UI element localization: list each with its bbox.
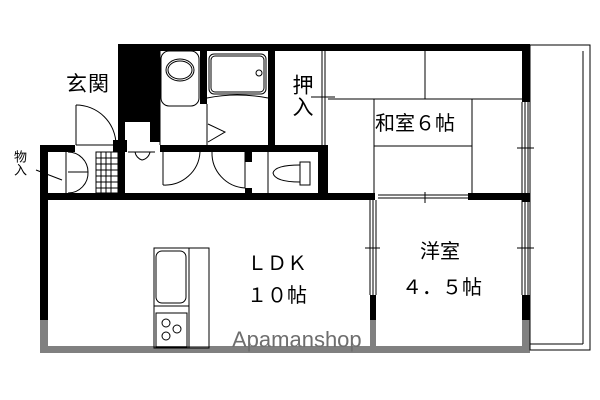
toilet-lower-icon [272,161,311,186]
door-swings [65,104,246,194]
watermark-band [40,320,530,353]
kitchen-counter-icon [153,247,210,349]
room-label-entrance: 玄関 [66,72,110,96]
room-label-ldk: ＬＤＫ [247,251,307,275]
room-label-youshitsu: 洋室 [420,239,460,263]
watermark-text: Apamanshop [232,327,362,352]
toilet-icon [160,50,200,107]
room-label-storage: 物入 [11,150,26,176]
room-label-closet: 押入 [290,74,314,118]
genkan-tile-grid [95,151,119,194]
storage-pointer [35,169,63,181]
interior-lines [159,44,591,351]
room-size-youshitsu: ４．５帖 [402,275,482,299]
bathtub-icon [206,53,269,143]
room-size-ldk: １０帖 [247,283,307,307]
room-label-washitsu: 和室６帖 [375,111,455,135]
walls [40,44,530,353]
